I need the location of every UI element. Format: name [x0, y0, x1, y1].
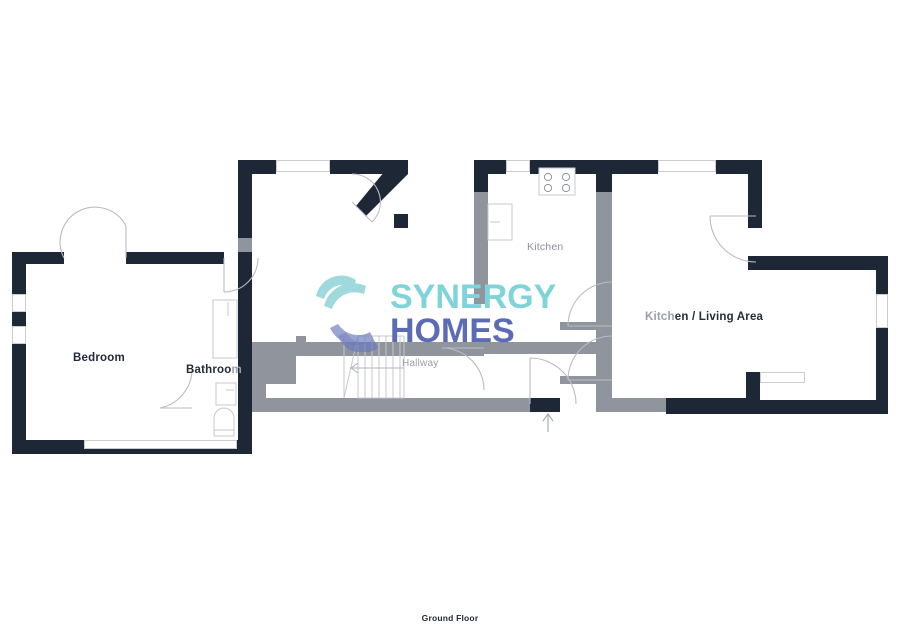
doors: [59, 173, 757, 409]
window-living-right: [876, 294, 888, 328]
door-hallway-right: [441, 347, 485, 391]
window-living-top: [658, 160, 716, 172]
kitchen-unit: [487, 203, 513, 241]
window-bedroom-bottom: [84, 440, 237, 449]
sink-fixture: [215, 382, 237, 406]
hob-fixture: [538, 167, 576, 196]
entrance-arrow-icon: [542, 412, 554, 432]
door-living-top: [709, 215, 757, 263]
floor-title: Ground Floor: [421, 613, 479, 623]
window-middle-room: [276, 160, 330, 172]
bath-fixture: [212, 299, 238, 359]
interior-walls: [238, 186, 666, 412]
door-hall-living-lower: [567, 335, 613, 381]
door-entrance: [529, 357, 577, 405]
door-middle-angled: [351, 173, 381, 223]
door-bedroom-left: [59, 206, 127, 259]
windows: [12, 160, 888, 449]
window-living-bottom: [760, 372, 805, 383]
fixtures: [212, 167, 576, 437]
window-bedroom-2: [12, 326, 26, 344]
door-hall-living-upper: [567, 281, 613, 327]
door-bedroom-right: [223, 257, 259, 293]
door-bathroom: [159, 367, 193, 409]
window-kitchen-1: [506, 160, 530, 172]
toilet-fixture: [213, 407, 235, 437]
window-bedroom-1: [12, 294, 26, 312]
